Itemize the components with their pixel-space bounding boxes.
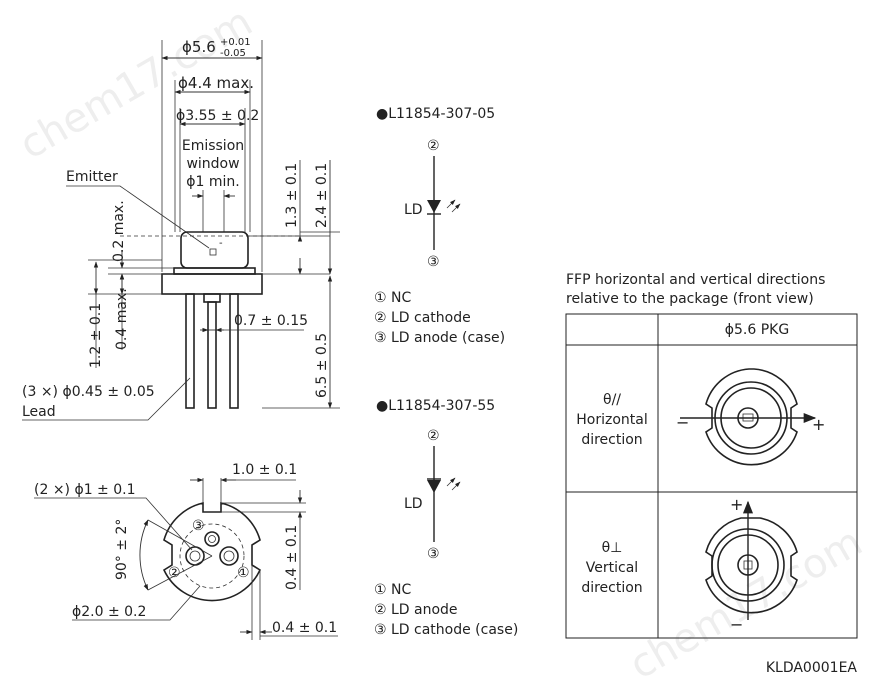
circuit2-legend-1: ① NC xyxy=(374,582,411,598)
emission-label-1: Emission xyxy=(182,138,244,154)
dim-angle: 90° ± 2° xyxy=(114,519,130,580)
dim-07: 0.7 ± 0.15 xyxy=(234,313,308,329)
circuit2-pin-top: ② xyxy=(427,428,440,444)
dim-outer-tol-minus: -0.05 xyxy=(220,48,246,59)
circuit2-legend-3: ③ LD cathode (case) xyxy=(374,622,518,638)
circuit1-pin-bottom: ③ xyxy=(427,254,440,270)
emission-label-2: window xyxy=(186,156,239,172)
lead-label: Lead xyxy=(22,404,56,420)
dim-04: 0.4 ± 0.1 xyxy=(284,525,300,590)
circuit-l11854-307-55: ●L11854-307-55 ② LD ③ ① NC ② LD anode ③ … xyxy=(374,398,518,638)
dim-lead-diameter: (3 ×) ϕ0.45 ± 0.05 xyxy=(22,384,155,400)
circuit1-pin-top: ② xyxy=(427,138,440,154)
ffp-header: ϕ5.6 PKG xyxy=(725,322,789,338)
ffp-row1-symbol: θ// xyxy=(603,392,621,408)
cap-minus-mark: - xyxy=(219,238,223,249)
circuit1-legend-2: ② LD cathode xyxy=(374,310,471,326)
dim-2x-holes: (2 ×) ϕ1 ± 0.1 xyxy=(34,482,136,498)
circuit2-legend-2: ② LD anode xyxy=(374,602,458,618)
bottom-pin-2: ② xyxy=(168,565,181,581)
circuit1-legend-3: ③ LD anode (case) xyxy=(374,330,505,346)
ffp-row1-line1: Horizontal xyxy=(576,412,647,428)
circuit2-ld-label: LD xyxy=(404,496,423,512)
dim-13: 1.3 ± 0.1 xyxy=(284,163,300,228)
dim-65: 6.5 ± 0.5 xyxy=(314,333,330,398)
dim-02max: 0.2 max. xyxy=(111,200,127,262)
ffp-row1-plus: + xyxy=(812,415,825,434)
ffp-row1-package-view: − + xyxy=(676,368,825,466)
emission-label-3: ϕ1 min. xyxy=(186,174,239,190)
bottom-pin-1: ① xyxy=(237,565,250,581)
dim-04b: 0.4 ± 0.1 xyxy=(272,620,337,636)
ffp-table: FFP horizontal and vertical directions r… xyxy=(565,272,858,639)
package-bottom-view: ③ ② ① 1.0 ± 0.1 (2 ×) ϕ1 ± 0.1 90° ± 2° … xyxy=(34,462,338,640)
dim-outer-tol-plus: +0.01 xyxy=(220,37,251,48)
bottom-pin-3: ③ xyxy=(192,518,205,534)
circuit-l11854-307-05: ●L11854-307-05 ② LD ③ ① NC ② LD cathode … xyxy=(374,106,505,346)
circuit2-title: ●L11854-307-55 xyxy=(376,398,495,414)
ffp-row2-line2: direction xyxy=(581,580,642,596)
dim-10: 1.0 ± 0.1 xyxy=(232,462,297,478)
dim-cap-diameter: ϕ4.4 max. xyxy=(178,74,254,92)
dim-24: 2.4 ± 0.1 xyxy=(314,163,330,228)
ffp-row2-minus: − xyxy=(730,615,743,634)
ffp-row1-minus: − xyxy=(676,413,689,432)
ffp-row2-plus: + xyxy=(730,495,743,514)
dim-pcd: ϕ2.0 ± 0.2 xyxy=(72,604,146,620)
dim-04max: 0.4 max. xyxy=(114,288,130,350)
emitter-label: Emitter xyxy=(66,169,118,185)
ffp-row2-line1: Vertical xyxy=(586,560,638,576)
circuit1-ld-label: LD xyxy=(404,202,423,218)
drawing-code: KLDA0001EA xyxy=(766,660,858,676)
package-side-view: ϕ5.6 +0.01 -0.05 ϕ4.4 max. ϕ3.55 ± 0.2 E… xyxy=(22,37,340,421)
ffp-caption-1: FFP horizontal and vertical directions xyxy=(566,272,825,288)
ffp-caption-2: relative to the package (front view) xyxy=(566,291,814,307)
circuit2-pin-bottom: ③ xyxy=(427,546,440,562)
ffp-row2-package-view: + − xyxy=(705,495,798,634)
ffp-row1-line2: direction xyxy=(581,432,642,448)
circuit1-title: ●L11854-307-05 xyxy=(376,106,495,122)
ffp-row2-symbol: θ⊥ xyxy=(602,540,623,556)
dim-outer-diameter: ϕ5.6 xyxy=(182,38,216,56)
circuit1-legend-1: ① NC xyxy=(374,290,411,306)
dim-window-diameter: ϕ3.55 ± 0.2 xyxy=(176,108,259,124)
